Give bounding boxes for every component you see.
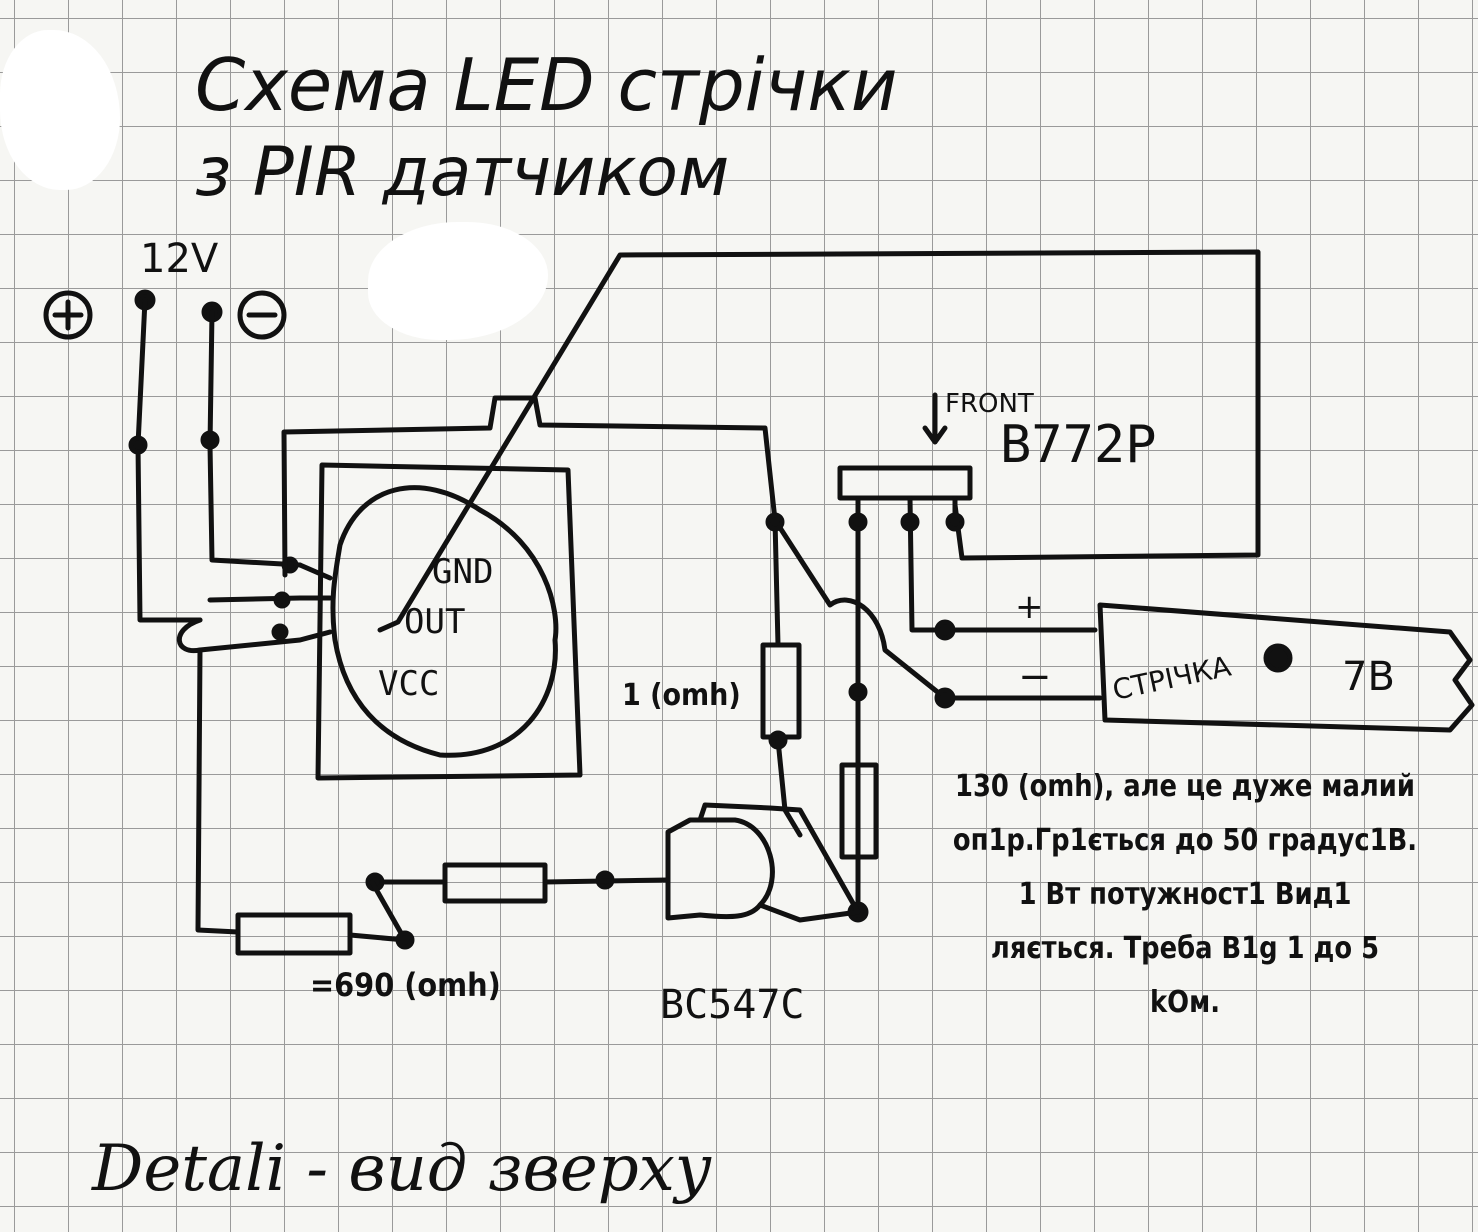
- transistor-bc547c-label: BC547C: [660, 982, 805, 1028]
- wire-minus-supply: [207, 309, 303, 568]
- wire-gnd-diagonal: [377, 249, 1261, 633]
- wire-plus-supply: [135, 297, 203, 623]
- pir-sensor-dome: [330, 485, 559, 758]
- transistor-b772p-body: [837, 465, 973, 501]
- wire-crossing-loop: [176, 562, 333, 654]
- wire-to-strip-minus: [772, 517, 1103, 701]
- resistor-r3-note: 130 (omh), але це дуже малий оп1р.Гр1єть…: [944, 760, 1426, 1030]
- transistor-b772p-label: B772P: [1000, 415, 1157, 475]
- led-strip-body: [1097, 602, 1475, 733]
- sensor-pin-gnd: GND: [432, 552, 493, 592]
- junction-sensor-c: [271, 623, 289, 641]
- front-marker-label: FRONT: [945, 389, 1034, 419]
- junction-b772p-middle: [900, 512, 920, 532]
- resistor-r3: [839, 762, 879, 860]
- footer-note: Detali - вид зверху: [91, 1132, 712, 1206]
- diagram-title-line2: з PIR датчиком: [195, 133, 729, 212]
- resistor-r1-label: 1 (omh): [622, 678, 741, 713]
- correction-blot-left: [0, 30, 120, 190]
- note-line: 1 Вт потужност1 Вид1: [1018, 877, 1352, 912]
- wire-top-sensor: [281, 395, 781, 648]
- junction-r3-top: [848, 682, 868, 702]
- junction-minus: [200, 430, 220, 450]
- strip-plus-label: +: [1015, 587, 1044, 627]
- resistor-r2: [235, 912, 353, 956]
- front-arrow-icon: [922, 392, 948, 445]
- junction-top-right: [765, 512, 785, 532]
- diagram-title-line1: Схема LED стрічки: [195, 43, 898, 127]
- wire-base-resistor: [369, 877, 671, 885]
- transistor-bc547c-legs: [697, 802, 861, 923]
- minus-terminal-symbol: [237, 290, 287, 340]
- transistor-bc547c-body: [665, 817, 775, 921]
- correction-blot-center: [368, 222, 548, 340]
- led-dot-icon: [1263, 643, 1293, 673]
- resistor-r1: [760, 642, 802, 740]
- note-line: 130 (omh), але це дуже малий: [955, 769, 1415, 804]
- note-line: оп1р.Гр1ється до 50 градус1В.: [952, 823, 1418, 858]
- sensor-pin-out: OUT: [404, 602, 465, 642]
- junction-b772p-right: [945, 512, 965, 532]
- pir-sensor-body: [315, 462, 583, 781]
- junction-strip-minus: [934, 687, 956, 709]
- junction-plus: [128, 435, 148, 455]
- junction-b772p-left: [848, 512, 868, 532]
- wire-r1-to-npn: [775, 737, 803, 838]
- junction-r2-right: [395, 930, 415, 950]
- junction-sensor-b: [273, 591, 291, 609]
- strip-minus-label: −: [1018, 654, 1052, 700]
- resistor-r4: [442, 862, 548, 904]
- transistor-b772p-leg-middle: [907, 495, 1098, 633]
- strip-label: СТРІЧКА: [1110, 650, 1234, 707]
- junction-strip-plus: [934, 619, 956, 641]
- sensor-pin-vcc: VCC: [378, 664, 439, 704]
- wire-r2: [195, 647, 408, 943]
- note-line: ляється. Треба В1g 1 до 5: [990, 931, 1380, 966]
- strip-voltage-note: 7B: [1342, 654, 1395, 700]
- plus-terminal-symbol: [43, 290, 93, 340]
- note-line: kОм.: [1150, 985, 1220, 1020]
- supply-voltage-label: 12V: [140, 236, 219, 282]
- resistor-r2-label: =690 (omh): [310, 966, 501, 1004]
